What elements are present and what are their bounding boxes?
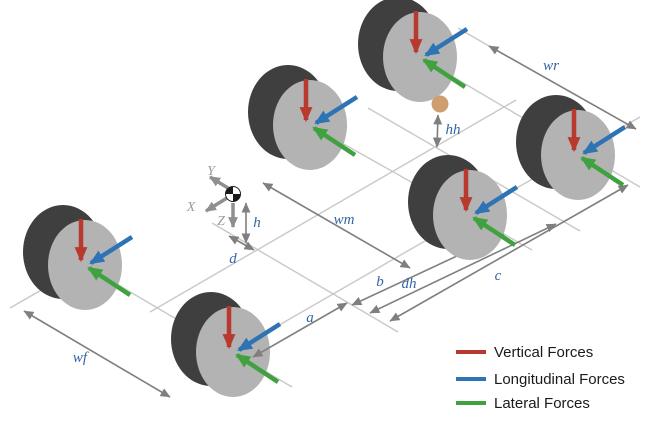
dim-label-dh: dh — [402, 276, 417, 292]
legend: Vertical Forces Longitudinal Forces Late… — [456, 344, 625, 412]
x-axis-arrow — [205, 196, 228, 213]
y-axis-arrow — [209, 175, 229, 190]
dim-arrow-hh — [432, 114, 443, 148]
wheel-middle-left — [248, 65, 347, 170]
legend-label-vertical: Vertical Forces — [494, 344, 593, 361]
dim-arrow-wf — [23, 310, 171, 398]
z-axis-label: Z — [217, 214, 225, 229]
dim-label-h: h — [253, 215, 261, 231]
y-axis-label: Y — [207, 164, 217, 179]
dimension-arrows-front — [23, 114, 443, 398]
dim-label-wf: wf — [73, 350, 89, 366]
dim-label-a: a — [306, 310, 314, 326]
dim-label-wm: wm — [334, 212, 355, 228]
dim-label-hh: hh — [446, 122, 461, 138]
legend-label-lateral: Lateral Forces — [494, 395, 590, 412]
dim-label-b: b — [376, 274, 384, 290]
dim-label-wr: wr — [543, 58, 559, 74]
hitch-ball — [431, 95, 449, 113]
dim-label-c: c — [495, 268, 502, 284]
wheels — [23, 0, 615, 397]
wheel-rear-right — [516, 95, 615, 200]
dim-arrow-a — [252, 302, 348, 358]
x-axis-label: X — [186, 200, 196, 215]
dimension-labels: wf wm wr a b dh c h d hh — [73, 58, 559, 366]
legend-item-vertical: Vertical Forces — [456, 344, 593, 361]
dim-arrow-d — [228, 235, 255, 251]
legend-item-longitudinal: Longitudinal Forces — [456, 371, 625, 388]
wheel-rear-left — [358, 0, 457, 102]
wheel-front-left — [23, 205, 122, 310]
dim-arrow-c — [389, 184, 629, 322]
cg-symbol — [225, 186, 241, 202]
legend-label-longitudinal: Longitudinal Forces — [494, 371, 625, 388]
dim-label-d: d — [229, 251, 237, 267]
legend-item-lateral: Lateral Forces — [456, 395, 590, 412]
wheel-middle-right — [408, 155, 507, 260]
ground-grid — [9, 27, 641, 388]
cg-coordinate-frame: X Y Z — [186, 164, 241, 229]
wheel-front-right — [171, 292, 270, 397]
dim-arrow-wr — [488, 45, 637, 130]
